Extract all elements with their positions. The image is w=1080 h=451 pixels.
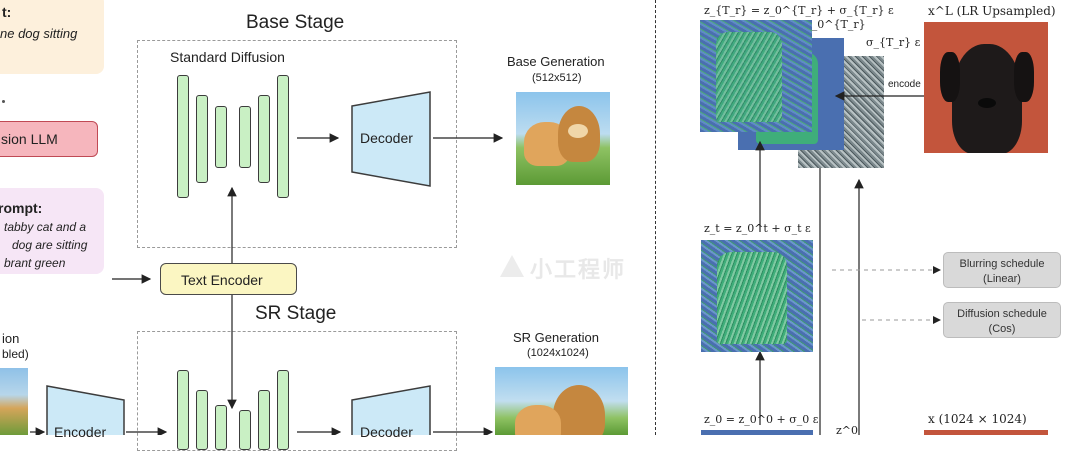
sr-unet-bar xyxy=(196,390,208,450)
unet-bar xyxy=(215,106,227,168)
blurring-schedule-line-1: Blurring schedule xyxy=(959,258,1045,270)
base-stage-panel xyxy=(137,40,457,248)
base-generation-title: Base Generation xyxy=(507,54,605,69)
watermark-text: 小工程师 xyxy=(530,257,627,282)
text-encoder-label: Text Encoder xyxy=(181,272,263,288)
original-prompt-text: ne dog sitting xyxy=(0,26,78,41)
base-stage-title: Base Stage xyxy=(246,12,345,33)
sr-unet-bar xyxy=(258,390,270,450)
sr-unet-bar xyxy=(277,370,289,450)
text-encoder-box: Text Encoder xyxy=(160,263,297,295)
sr-encoder-label: Encoder xyxy=(54,424,107,440)
lr-input-label-1: ion xyxy=(2,331,20,346)
base-generation-size: (512x512) xyxy=(532,72,582,84)
sr-unet-bar xyxy=(239,410,251,450)
diffusion-schedule-box: Diffusion schedule (Cos) xyxy=(943,302,1061,338)
encode-label: encode xyxy=(888,79,921,90)
latent-z0-panel xyxy=(701,430,813,435)
diffusion-schedule-line-2: (Cos) xyxy=(988,323,1016,335)
unet-bar xyxy=(258,95,270,183)
unet-bar xyxy=(177,75,189,198)
llm-box: sion LLM xyxy=(0,121,98,157)
original-prompt-title: t: xyxy=(2,4,12,20)
sr-decoder-label: Decoder xyxy=(360,424,413,440)
rewritten-prompt-box: rompt: tabby cat and a dog are sitting b… xyxy=(0,188,104,274)
z0T-label: z_0^{T_r} xyxy=(806,18,866,31)
unet-bar xyxy=(239,106,251,168)
zt-equation: z_t = z_0^t + σ_t ε xyxy=(704,222,811,235)
zT-equation: z_{T_r} = z_0^{T_r} + σ_{T_r} ε xyxy=(704,4,894,17)
sr-generation-image xyxy=(495,367,628,435)
sr-stage-title: SR Stage xyxy=(255,303,337,324)
hr-output-image xyxy=(924,430,1048,435)
base-decoder-label: Decoder xyxy=(360,130,413,146)
sr-generation-size: (1024x1024) xyxy=(527,347,589,359)
z00-label: z^0 xyxy=(836,424,859,437)
xL-label: x^L (LR Upsampled) xyxy=(928,4,1056,18)
rewritten-line-3: brant green xyxy=(4,256,66,270)
x-output-label: x (1024 × 1024) xyxy=(928,412,1027,426)
blurring-schedule-box: Blurring schedule (Linear) xyxy=(943,252,1061,288)
noisy-latent-panel-t xyxy=(701,240,813,352)
unet-bar xyxy=(196,95,208,183)
diffusion-schedule-line-1: Diffusion schedule xyxy=(957,308,1047,320)
lr-upsampled-dog-image xyxy=(924,22,1048,153)
sr-unet-bar xyxy=(215,405,227,450)
lr-input-image xyxy=(0,368,28,435)
lr-input-label-2: bled) xyxy=(2,347,29,361)
llm-label: sion LLM xyxy=(1,131,58,147)
base-generation-image xyxy=(516,92,610,185)
original-prompt-box: t: ne dog sitting xyxy=(0,0,104,74)
sigma-eps-label: σ_{T_r} ε xyxy=(866,36,921,49)
sr-generation-title: SR Generation xyxy=(513,330,599,345)
blurring-schedule-line-2: (Linear) xyxy=(983,273,1021,285)
section-divider xyxy=(655,0,656,435)
rewritten-line-2: dog are sitting xyxy=(12,238,88,252)
rewritten-line-1: tabby cat and a xyxy=(4,220,87,234)
base-unet-title: Standard Diffusion xyxy=(170,49,285,65)
z0-equation: z_0 = z_0^0 + σ_0 ε xyxy=(704,413,819,426)
dot-marker xyxy=(2,100,5,103)
unet-bar xyxy=(277,75,289,198)
rewritten-prompt-title: rompt: xyxy=(0,200,43,216)
noisy-latent-panel-T xyxy=(700,20,812,132)
sr-unet-bar xyxy=(177,370,189,450)
right-connectors xyxy=(755,91,941,435)
base-connectors xyxy=(30,91,504,435)
